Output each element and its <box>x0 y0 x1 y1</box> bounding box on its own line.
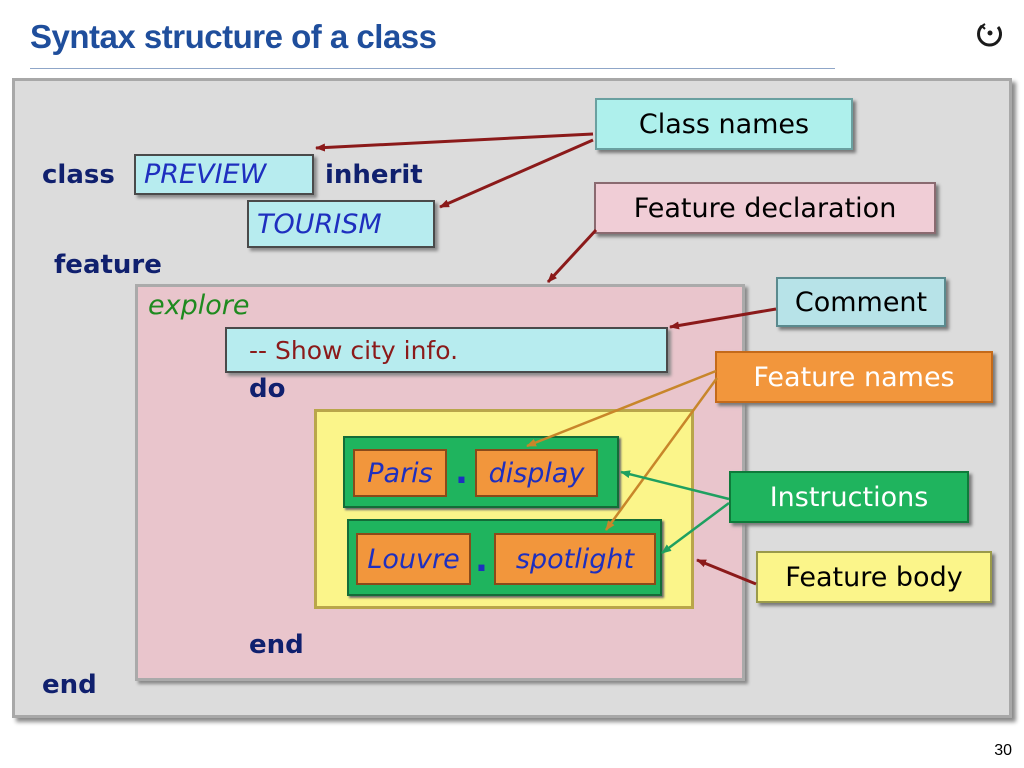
class-keyword: class <box>42 160 115 190</box>
instruction-2-feature: spotlight <box>494 533 656 585</box>
do-keyword: do <box>249 374 286 404</box>
label-instructions: Instructions <box>729 471 969 523</box>
inner-end-keyword: end <box>249 630 304 660</box>
instruction-1-feature: display <box>475 449 598 497</box>
label-class-names: Class names <box>595 98 853 150</box>
title-divider <box>30 68 835 69</box>
label-feature-declaration: Feature declaration <box>594 182 936 234</box>
page-number: 30 <box>994 742 1012 759</box>
outer-end-keyword: end <box>42 670 97 700</box>
instruction-2-dot: . <box>475 540 488 580</box>
label-feature-body: Feature body <box>756 551 992 603</box>
feature-name-explore: explore <box>148 290 250 321</box>
class-name-box: PREVIEW <box>134 154 314 195</box>
label-comment: Comment <box>776 277 946 327</box>
instruction-2-target: Louvre <box>356 533 471 585</box>
instruction-1-target: Paris <box>353 449 447 497</box>
slide-title: Syntax structure of a class <box>30 18 437 55</box>
feature-keyword: feature <box>54 250 162 280</box>
comment-box: -- Show city info. <box>225 327 668 373</box>
eth-logo-icon <box>974 18 1004 48</box>
parent-class-box: TOURISM <box>247 200 435 248</box>
instruction-1-dot: . <box>455 452 468 492</box>
inherit-keyword: inherit <box>325 160 423 190</box>
label-feature-names: Feature names <box>715 351 993 403</box>
